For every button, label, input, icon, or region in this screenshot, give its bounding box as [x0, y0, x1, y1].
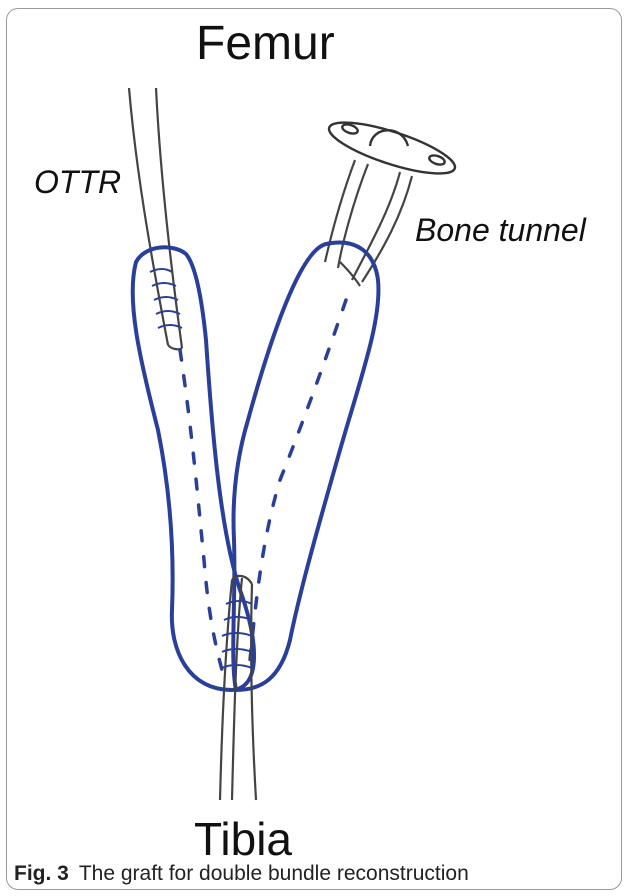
figure-caption: Fig. 3 The graft for double bundle recons… — [14, 862, 469, 886]
bone-tunnel-label: Bone tunnel — [415, 214, 586, 246]
tibia-label: Tibia — [194, 816, 292, 862]
femur-label: Femur — [196, 20, 335, 68]
ottr-label: OTTR — [34, 166, 121, 198]
bone-tunnel-button — [324, 112, 459, 183]
graft-dashed-lines — [180, 300, 346, 670]
bone-tunnel-suture — [325, 160, 412, 286]
caption-text: The graft for double bundle reconstructi… — [79, 862, 469, 885]
ottr-suture — [129, 88, 182, 349]
figure-number: Fig. 3 — [14, 862, 69, 885]
